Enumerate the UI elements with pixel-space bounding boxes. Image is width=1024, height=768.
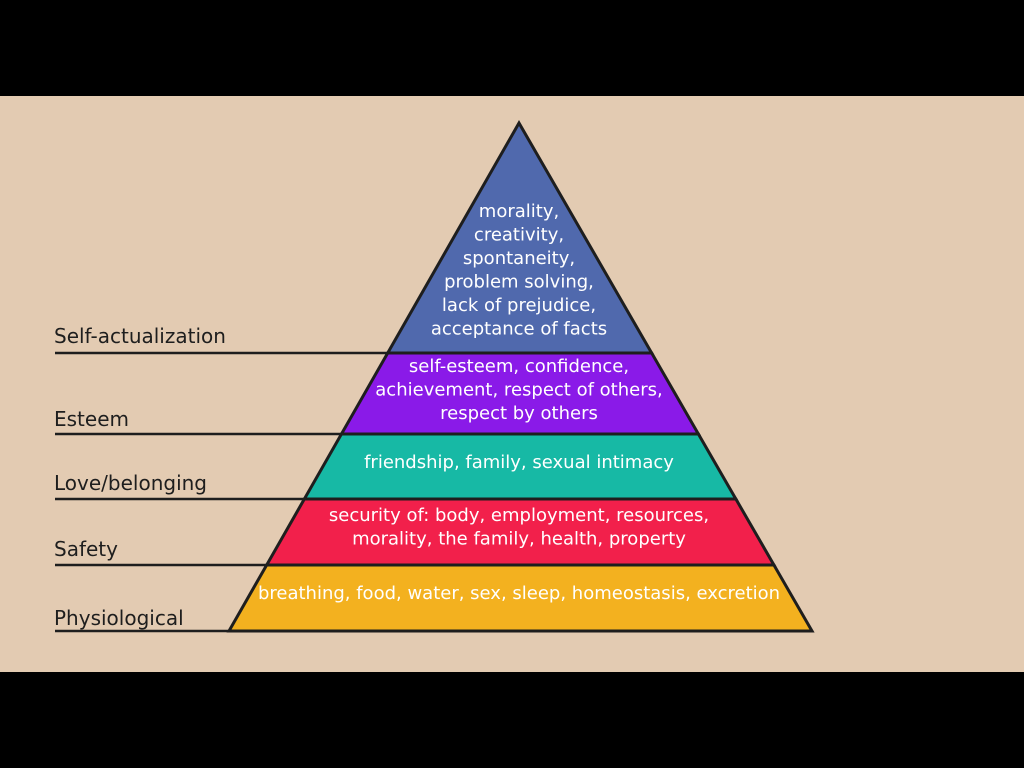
maslow-pyramid-diagram: Self-actualizationEsteemLove/belongingSa… [0,96,1024,672]
tier-text-line: creativity, [474,225,564,246]
tier-text-line: breathing, food, water, sex, sleep, home… [258,583,780,604]
tier-text-line: spontaneity, [463,248,575,269]
level-label: Safety [54,537,118,561]
tier-text-line: acceptance of facts [431,319,607,340]
letterbox-bottom [0,672,1024,768]
tier-text-line: self-esteem, confidence, [409,356,629,377]
tier-text-line: morality, the family, health, property [352,529,686,550]
tier-text-line: achievement, respect of others, [375,380,662,401]
tier-text-line: problem solving, [444,272,594,293]
level-label: Self-actualization [54,324,226,348]
pyramid-tiers [226,119,815,633]
tier-texts: morality, creativity,spontaneity, problem … [258,201,780,604]
tier-text-line: morality, [479,201,559,222]
tier-text-line: security of: body, employment, resources… [329,505,709,526]
tier-text-line: friendship, family, sexual intimacy [364,452,674,473]
tier-text-line: respect by others [440,403,598,424]
tier-physiological [226,563,815,633]
tier-text-line: lack of prejudice, [442,295,596,316]
level-label: Esteem [54,407,129,431]
level-label: Love/belonging [54,471,207,495]
level-labels: Self-actualizationEsteemLove/belongingSa… [54,324,226,630]
level-guide-lines [55,351,388,633]
level-label: Physiological [54,606,184,630]
letterbox-top [0,0,1024,96]
